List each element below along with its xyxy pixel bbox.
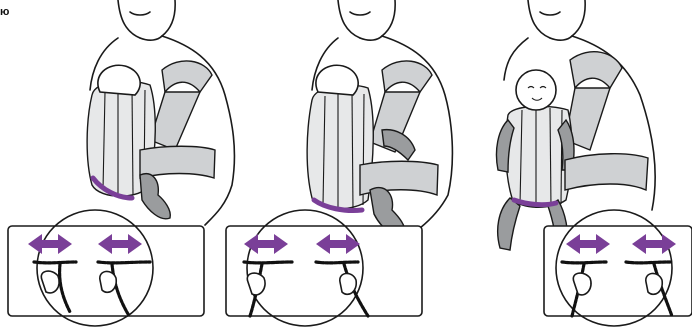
panel-2-carrier-illustration (226, 0, 452, 326)
panel-3-carrier-illustration (496, 0, 692, 326)
panel-1-carrier-illustration (8, 0, 234, 326)
